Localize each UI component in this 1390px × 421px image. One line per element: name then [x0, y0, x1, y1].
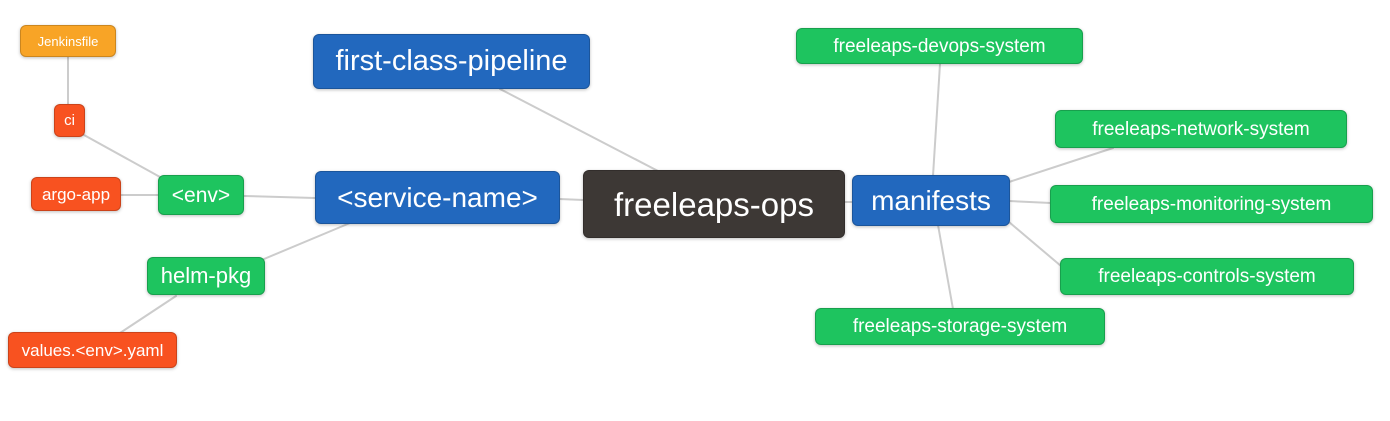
node-first-class-pipeline[interactable]: first-class-pipeline — [313, 34, 590, 89]
edge-env-service-name — [243, 195, 316, 199]
edge-manifests-devops — [932, 63, 941, 177]
node-freeleaps-storage-system[interactable]: freeleaps-storage-system — [815, 308, 1105, 345]
edge-values-helm-pkg — [119, 295, 177, 334]
edge-pipeline-freeleaps-ops — [499, 88, 659, 172]
node-env[interactable]: <env> — [158, 175, 244, 215]
node-ci[interactable]: ci — [54, 104, 85, 137]
node-service-name[interactable]: <service-name> — [315, 171, 560, 224]
node-freeleaps-devops-system[interactable]: freeleaps-devops-system — [796, 28, 1083, 64]
edge-manifests-network — [1008, 147, 1114, 183]
edge-manifests-monitoring — [1008, 200, 1052, 204]
node-manifests[interactable]: manifests — [852, 175, 1010, 226]
node-values-env-yaml[interactable]: values.<env>.yaml — [8, 332, 177, 368]
node-freeleaps-network-system[interactable]: freeleaps-network-system — [1055, 110, 1347, 148]
node-freeleaps-ops[interactable]: freeleaps-ops — [583, 170, 845, 238]
edge-ci-env — [83, 134, 161, 178]
edge-manifests-storage — [937, 224, 954, 310]
node-freeleaps-controls-system[interactable]: freeleaps-controls-system — [1060, 258, 1354, 295]
node-argo-app[interactable]: argo-app — [31, 177, 121, 211]
edge-manifests-controls — [1008, 221, 1062, 267]
edge-service-name-helm-pkg — [263, 222, 351, 260]
edge-service-name-freeleaps-ops — [558, 198, 585, 201]
node-helm-pkg[interactable]: helm-pkg — [147, 257, 265, 295]
node-freeleaps-monitoring-system[interactable]: freeleaps-monitoring-system — [1050, 185, 1373, 223]
node-jenkinsfile[interactable]: Jenkinsfile — [20, 25, 116, 57]
